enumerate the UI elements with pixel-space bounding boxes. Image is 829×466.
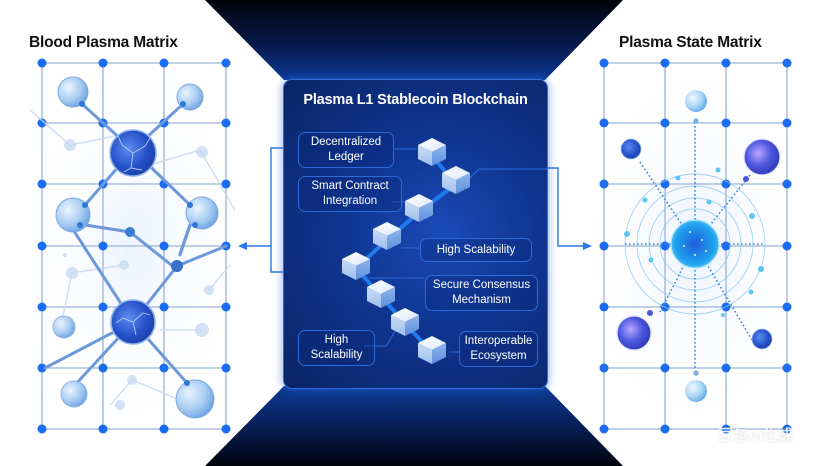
cube-block-icon bbox=[342, 252, 370, 280]
grid-node bbox=[782, 424, 792, 434]
grid-node bbox=[159, 241, 169, 251]
orbital-sphere bbox=[620, 138, 642, 160]
grid-node bbox=[37, 179, 47, 189]
grid-node bbox=[98, 58, 108, 68]
molecule-sphere bbox=[185, 196, 219, 230]
orbital-sphere bbox=[685, 90, 707, 112]
grid-node bbox=[221, 179, 231, 189]
grid-node bbox=[37, 58, 47, 68]
feature-high-scalability[interactable]: High Scalability bbox=[420, 238, 532, 262]
grid-node bbox=[782, 179, 792, 189]
right-orbital-system bbox=[616, 90, 781, 402]
grid-node bbox=[599, 424, 609, 434]
grid-node bbox=[221, 58, 231, 68]
grid-node bbox=[37, 363, 47, 373]
cube-block-icon bbox=[367, 280, 395, 308]
bottom-dark-trapezoid bbox=[205, 386, 623, 466]
cube-block-icon bbox=[418, 336, 446, 364]
grid-node bbox=[782, 241, 792, 251]
left-matrix-title: Blood Plasma Matrix bbox=[29, 34, 178, 51]
grid-node bbox=[221, 118, 231, 128]
grid-node bbox=[599, 118, 609, 128]
molecule-node bbox=[171, 260, 183, 272]
left-molecule-network bbox=[29, 76, 236, 419]
molecule-sphere bbox=[175, 379, 215, 419]
grid-node bbox=[159, 302, 169, 312]
top-dark-trapezoid bbox=[205, 0, 623, 80]
grid-node bbox=[599, 241, 609, 251]
cube-block-icon bbox=[373, 222, 401, 250]
orbital-sphere bbox=[743, 138, 781, 176]
orbital-sphere bbox=[616, 315, 652, 351]
grid-node bbox=[599, 58, 609, 68]
grid-node bbox=[782, 302, 792, 312]
grid-node bbox=[721, 118, 731, 128]
orbital-sphere bbox=[751, 328, 773, 350]
feature-connector-lines bbox=[364, 148, 547, 353]
grid-node bbox=[221, 424, 231, 434]
molecule-sphere bbox=[52, 315, 76, 339]
molecule-sphere bbox=[57, 76, 89, 108]
block-chain-graphic bbox=[342, 138, 547, 364]
grid-node bbox=[37, 118, 47, 128]
grid-node bbox=[782, 118, 792, 128]
grid-node bbox=[721, 241, 731, 251]
grid-node bbox=[37, 241, 47, 251]
grid-node bbox=[159, 424, 169, 434]
grid-node bbox=[98, 424, 108, 434]
grid-node bbox=[721, 363, 731, 373]
watermark: 豆包AI生成 bbox=[718, 427, 794, 444]
grid-node bbox=[782, 363, 792, 373]
grid-node bbox=[599, 363, 609, 373]
grid-node bbox=[159, 58, 169, 68]
cube-block-icon bbox=[391, 308, 419, 336]
grid-node bbox=[37, 302, 47, 312]
grid-node bbox=[660, 58, 670, 68]
grid-node bbox=[221, 302, 231, 312]
grid-node bbox=[660, 241, 670, 251]
grid-node bbox=[660, 424, 670, 434]
orbital-core-sphere bbox=[670, 219, 720, 269]
grid-node bbox=[98, 363, 108, 373]
grid-node bbox=[721, 179, 731, 189]
grid-node bbox=[599, 302, 609, 312]
cube-block-icon bbox=[442, 166, 470, 194]
molecule-sphere bbox=[60, 380, 88, 408]
grid-node bbox=[37, 424, 47, 434]
cube-block-icon bbox=[418, 138, 446, 166]
arrow-right-icon bbox=[583, 242, 592, 250]
grid-node bbox=[221, 363, 231, 373]
grid-node bbox=[782, 58, 792, 68]
grid-node bbox=[721, 58, 731, 68]
molecule-node bbox=[125, 227, 135, 237]
right-matrix-title: Plasma State Matrix bbox=[619, 34, 762, 51]
grid-node bbox=[98, 241, 108, 251]
cube-block-icon bbox=[405, 194, 433, 222]
grid-node bbox=[98, 302, 108, 312]
right-matrix-grid bbox=[599, 58, 792, 434]
grid-node bbox=[159, 363, 169, 373]
arrow-left-icon bbox=[238, 242, 247, 250]
blockchain-panel-title: Plasma L1 Stablecoin Blockchain bbox=[303, 92, 528, 108]
orbital-sphere bbox=[685, 380, 707, 402]
grid-node bbox=[660, 363, 670, 373]
grid-node bbox=[721, 424, 731, 434]
blockchain-panel: Plasma L1 Stablecoin Blockchain bbox=[283, 79, 548, 389]
grid-node bbox=[599, 179, 609, 189]
grid-node bbox=[660, 118, 670, 128]
